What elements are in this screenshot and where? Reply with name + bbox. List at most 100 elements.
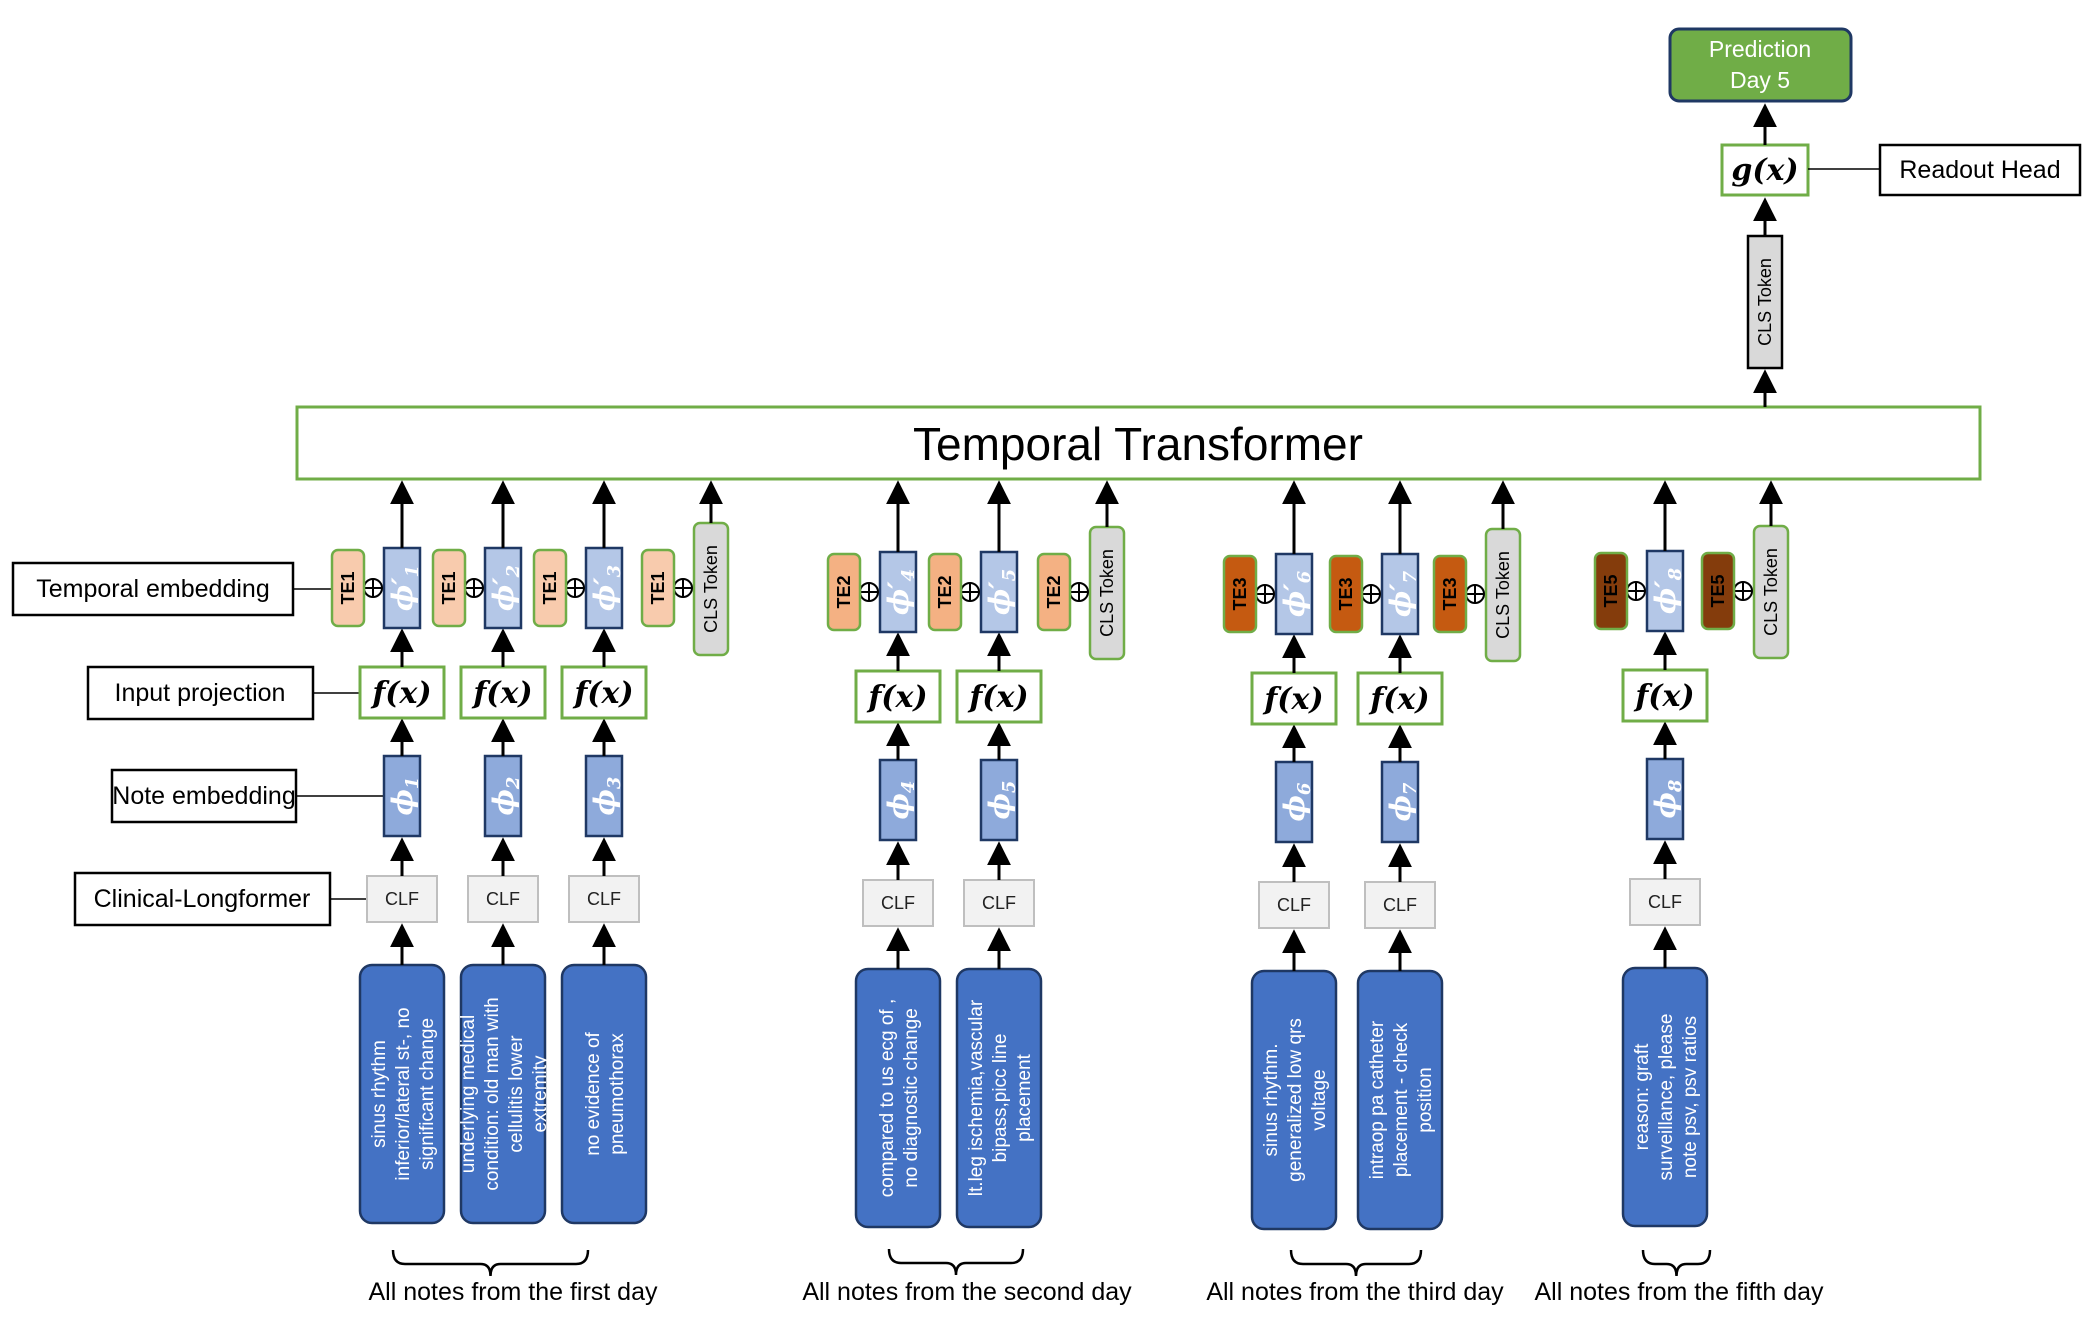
input-projection-label: f(x) [967,680,1028,715]
input-projection-box [1621,668,1709,723]
day-brace [887,1248,1025,1276]
temporal-embedding-box [1222,554,1258,634]
input-projection-box [459,665,547,720]
temporal-transformer-box [295,405,1982,481]
clf-box [1258,881,1330,929]
note-text-line: sinus rhythm [369,1040,390,1148]
temporal-embedding-box [1432,554,1468,634]
day-label: All notes from the first day [368,1278,658,1306]
cls-token-label: CLS Token [701,545,721,633]
temporal-embedding-box [1328,554,1364,634]
phi-embedding-box [1274,760,1314,844]
phi-embedding-box [878,758,918,842]
note-text-line: no diagnostic change [901,1008,922,1188]
temporal-embedding-label: TE2 [834,575,854,608]
temporal-embedding-box [1593,551,1629,631]
input-projection-box [1250,671,1338,726]
day-label: All notes from the second day [802,1278,1132,1306]
temporal-embedding-label: TE5 [1601,574,1621,607]
phi-prime-box [878,550,918,634]
phi-embedding-box [1645,757,1685,841]
phi-prime-subscript: 4 [898,569,919,582]
note-embedding-label-box [110,768,298,824]
note-text-line: significant change [417,1018,438,1170]
temporal-embedding-box [1036,552,1072,632]
input-projection-label: f(x) [572,676,633,711]
clf-label: CLF [1648,892,1682,912]
cls-token-label: CLS Token [1097,549,1117,637]
temporal-embedding-label: TE3 [1336,577,1356,610]
note-text-line: reason: graft [1632,1043,1653,1150]
note-text-line: intraop pa catheter [1367,1020,1388,1179]
note-text-line: surveillance, please [1656,1014,1677,1181]
temporal-embedding-label: TE1 [540,571,560,604]
readout-g-box [1720,143,1810,197]
temporal-embedding-label-box [11,561,295,617]
note-text-line: placement [1014,1053,1035,1141]
phi-prime-box [979,550,1019,634]
phi-embedding-box [382,754,422,838]
temporal-embedding-label: TE1 [648,571,668,604]
input-projection-label: f(x) [1368,682,1429,717]
temporal-embedding-box [640,548,676,628]
phi-prime-subscript: 8 [1665,567,1686,581]
temporal-embedding-label: TE3 [1230,577,1250,610]
phi-subscript: 1 [402,777,423,790]
phi-prime-label: ϕ′3 [588,565,625,611]
phi-prime-subscript: 7 [1400,570,1421,583]
input-projection-label: f(x) [471,676,532,711]
clinical-longformer-label-box [73,871,332,927]
phi-prime-subscript: 3 [604,565,625,578]
note-text-line: condition: old man with [482,997,503,1190]
phi-prime-subscript: 5 [999,569,1020,582]
input-projection-label-box [86,665,315,721]
output-cls-token-label: CLS Token [1755,258,1775,346]
temporal-embedding-label: TE1 [439,571,459,604]
input-projection-box [955,669,1043,724]
temporal-embedding-label: TE5 [1708,574,1728,607]
temporal-embedding-label: TE2 [1044,575,1064,608]
input-projection-label: f(x) [866,680,927,715]
phi-subscript: 6 [1294,782,1315,795]
phi-embedding-box [1380,760,1420,844]
note-text-line: extremity [530,1055,551,1133]
day-label: All notes from the third day [1206,1278,1504,1306]
clf-label: CLF [982,893,1016,913]
temporal-embedding-box [1700,551,1736,631]
temporal-embedding-label: Temporal embedding [36,575,269,603]
note-text-line: compared to us ecg of , [877,999,898,1198]
clf-label: CLF [587,889,621,909]
temporal-embedding-box [431,548,467,628]
output-cls-token-box [1746,234,1784,370]
note-text-line: generalized low qrs [1285,1018,1306,1182]
phi-subscript: 4 [898,781,919,794]
temporal-embedding-label: TE1 [338,571,358,604]
cls-token-label: CLS Token [1493,551,1513,639]
clf-label: CLF [385,889,419,909]
note-embedding-label: Note embedding [112,782,295,810]
note-box [854,967,942,1229]
phi-subscript: 3 [604,777,625,790]
temporal-embedding-box [532,548,568,628]
clf-label: CLF [486,889,520,909]
note-text-line: note psv, psv ratios [1680,1016,1701,1178]
day-brace [1641,1249,1712,1277]
phi-subscript: 7 [1400,782,1421,795]
readout-head-label-box [1878,143,2082,197]
temporal-embedding-label: TE3 [1440,577,1460,610]
note-text-line: inferior/lateral st-, no [393,1007,414,1180]
temporal-embedding-box [826,552,862,632]
readout-head-label: Readout Head [1899,156,2060,184]
clf-label: CLF [881,893,915,913]
note-text-line: lt.leg ischemia,vascular [966,999,987,1196]
input-projection-label: f(x) [1633,679,1694,714]
phi-prime-box [382,546,422,630]
phi-prime-subscript: 1 [402,565,423,578]
cls-token-label: CLS Token [1761,548,1781,636]
note-text-line: no evidence of [583,1031,604,1155]
prediction-line2: Day 5 [1730,67,1790,93]
phi-embedding-box [979,758,1019,842]
clinical-longformer-label: Clinical-Longformer [94,885,311,913]
prediction-box [1668,27,1853,103]
